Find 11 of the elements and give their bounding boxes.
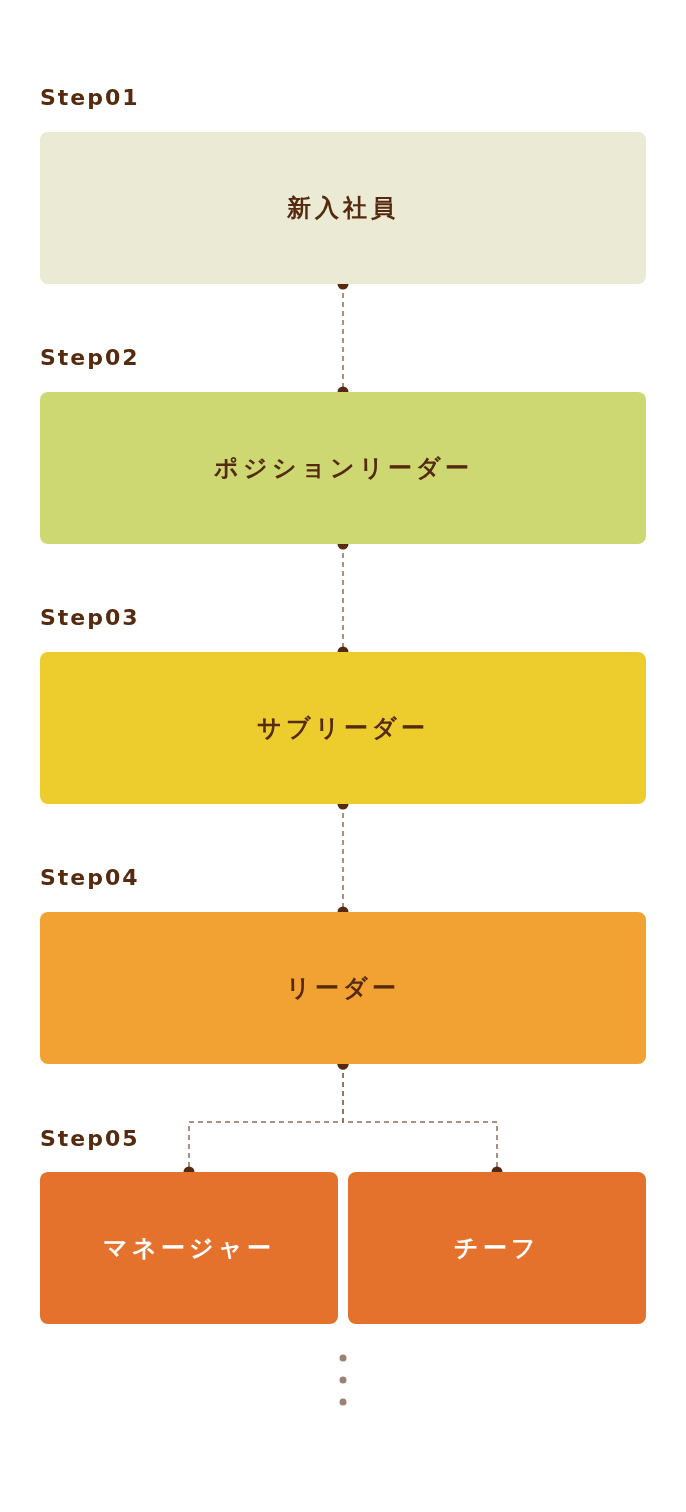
step-label: Step02 xyxy=(40,345,140,371)
step-box: サブリーダー xyxy=(40,652,646,804)
step-label: Step03 xyxy=(40,605,140,631)
step-box: リーダー xyxy=(40,912,646,1064)
step-box: ポジションリーダー xyxy=(40,392,646,544)
step-label: Step01 xyxy=(40,85,140,111)
step-box: マネージャー xyxy=(40,1172,338,1324)
step-box: チーフ xyxy=(348,1172,646,1324)
step-label: Step04 xyxy=(40,865,140,891)
step-label: Step05 xyxy=(40,1126,140,1152)
step-box: 新入社員 xyxy=(40,132,646,284)
